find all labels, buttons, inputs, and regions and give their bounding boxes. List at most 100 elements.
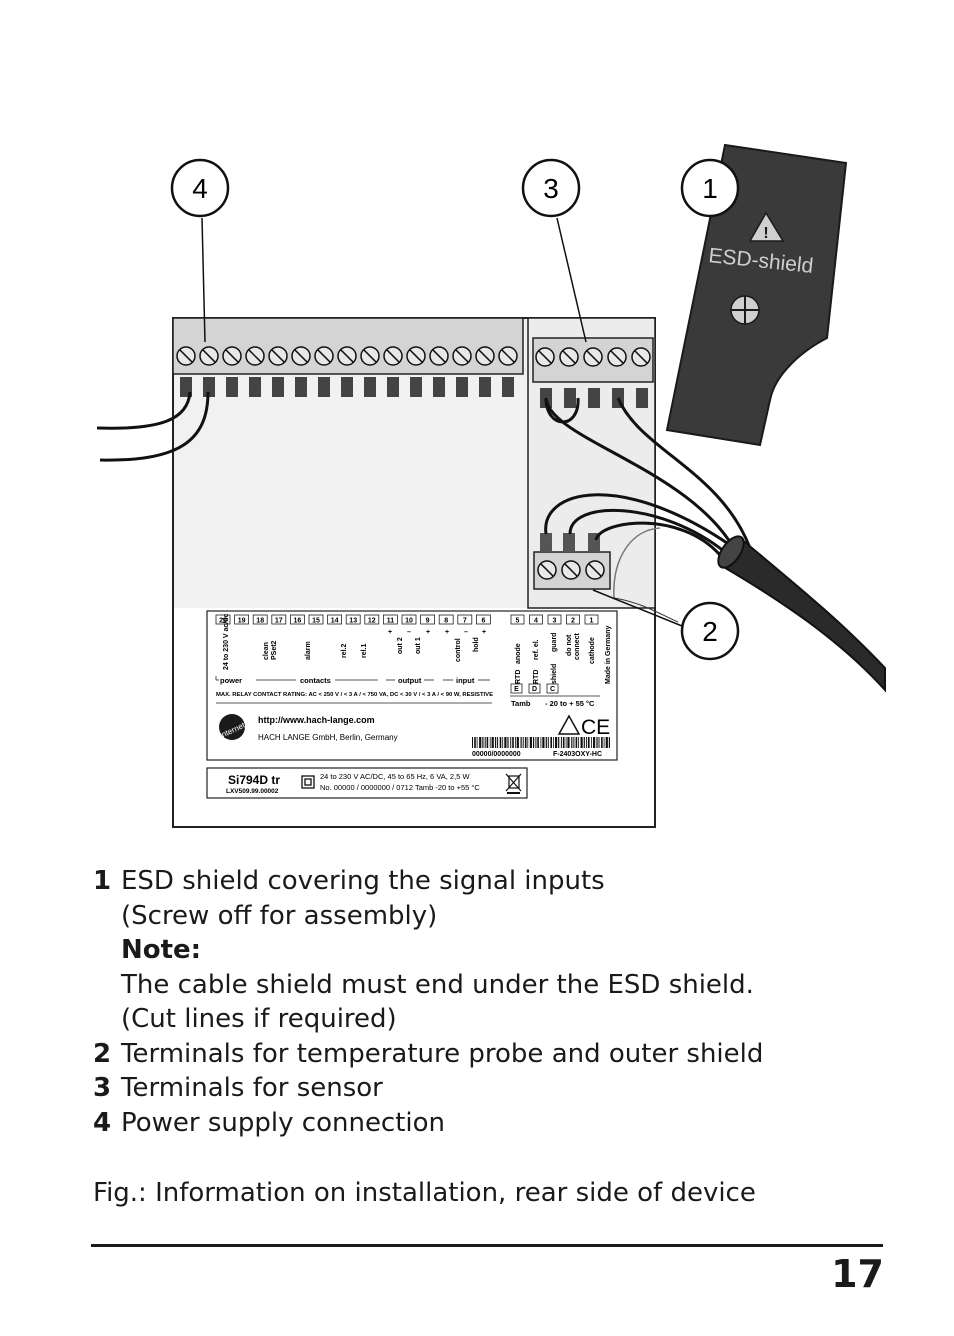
- legend-line: Terminals for temperature probe and oute…: [121, 1038, 764, 1069]
- svg-text:clean: clean: [263, 642, 270, 660]
- legend-item-4: 4 Power supply connection: [93, 1106, 853, 1141]
- terminal-number-box: [438, 614, 454, 625]
- relay-rating: MAX. RELAY CONTACT RATING: AC < 250 V / …: [216, 692, 493, 698]
- svg-text:!: !: [763, 225, 768, 242]
- terminal-number: 6: [481, 618, 485, 625]
- weee-bin-icon: [505, 773, 522, 794]
- figure-legend: 1 ESD shield covering the signal inputs …: [93, 864, 853, 1140]
- legend-line: (Screw off for assembly): [121, 900, 438, 931]
- barcode: [472, 737, 610, 748]
- barcode-number-left: 00000/0000000: [472, 751, 521, 758]
- svg-text:+: +: [388, 629, 392, 636]
- svg-text:+: +: [426, 629, 430, 636]
- svg-text:C: C: [550, 686, 555, 693]
- terminal-number: 9: [426, 618, 430, 625]
- svg-text:alarm: alarm: [305, 641, 312, 660]
- svg-text:cathode: cathode: [589, 637, 596, 664]
- svg-text:control: control: [455, 638, 462, 662]
- svg-text:E: E: [514, 686, 519, 693]
- legend-item-2: 2 Terminals for temperature probe and ou…: [93, 1037, 853, 1072]
- svg-text:PSet2: PSet2: [271, 640, 278, 660]
- footer-rule: [91, 1244, 883, 1247]
- legend-item-1: 1 ESD shield covering the signal inputs …: [93, 864, 853, 1037]
- svg-text:2: 2: [702, 616, 718, 647]
- terminal-number-box: [289, 614, 305, 625]
- svg-text:contacts: contacts: [300, 676, 331, 685]
- power-wire-2: [99, 391, 210, 462]
- svg-text:D: D: [532, 686, 537, 693]
- svg-text:RTD: RTD: [515, 670, 522, 684]
- warning-triangle-small-icon: [557, 714, 581, 735]
- legend-number: 4: [93, 1107, 112, 1138]
- svg-text:power: power: [220, 676, 242, 685]
- sensor-terminal-slots: [540, 388, 648, 408]
- terminal-number: 14: [331, 618, 339, 625]
- temperature-terminal-screws: [537, 560, 605, 580]
- terminal-number-box: [327, 614, 343, 625]
- terminal-number-box: [252, 614, 268, 625]
- terminal-number-box: [364, 614, 380, 625]
- callout-2: 2: [592, 589, 740, 661]
- terminal-number-box: [420, 614, 436, 625]
- model-plate: [206, 767, 528, 799]
- svg-text:Made in Germany: Made in Germany: [605, 626, 612, 684]
- tamb-value: - 20 to + 55 °C: [545, 699, 595, 708]
- svg-text:3: 3: [543, 173, 559, 204]
- terminal-number-box: [529, 614, 543, 625]
- svg-text:+: +: [482, 629, 486, 636]
- terminal-group-labels: power contacts output input: [215, 676, 490, 685]
- svg-text:1: 1: [702, 173, 718, 204]
- terminal-number: 3: [553, 618, 557, 625]
- legend-line: ESD shield covering the signal inputs: [121, 866, 605, 896]
- sensor-wires: [544, 397, 752, 561]
- svg-text:4: 4: [192, 173, 208, 204]
- terminal-number-box: [401, 614, 417, 625]
- terminal-number: 17: [275, 618, 283, 625]
- main-terminal-labels: 24 to 230 V ac/dc clean PSet2 alarm rel.…: [223, 613, 486, 670]
- tamb-label: Tamb: [511, 699, 531, 708]
- svg-text:output: output: [398, 676, 422, 685]
- terminal-number: 2: [571, 618, 575, 625]
- terminal-number: 12: [368, 618, 376, 625]
- terminal-number-box: [457, 614, 473, 625]
- warning-triangle-icon: [748, 211, 785, 242]
- terminal-number-box: [308, 614, 324, 625]
- terminal-number: 19: [238, 618, 246, 625]
- svg-text:ref. el.: ref. el.: [533, 639, 540, 660]
- svg-text:out 2: out 2: [397, 637, 404, 654]
- legend-line: Power supply connection: [121, 1107, 446, 1138]
- svg-text:–: –: [464, 629, 468, 636]
- terminal-number-box: [215, 614, 231, 625]
- terminal-number-box: [566, 614, 580, 625]
- terminal-number-box: [234, 614, 250, 625]
- terminal-number: 7: [463, 618, 467, 625]
- terminal-number: 10: [405, 618, 413, 625]
- svg-text:input: input: [456, 676, 475, 685]
- terminal-number-box: [547, 614, 562, 625]
- legend-note-line: The cable shield must end under the ESD …: [121, 969, 754, 1000]
- label-plate: [206, 610, 618, 761]
- terminal-number: 15: [312, 618, 320, 625]
- double-insulation-icon: [301, 775, 315, 789]
- main-terminal-screws: [176, 346, 518, 366]
- company-name: HACH LANGE GmbH, Berlin, Germany: [258, 733, 398, 742]
- terminal-number: 18: [256, 618, 264, 625]
- terminal-number: 8: [444, 618, 448, 625]
- svg-text:connect: connect: [574, 632, 581, 660]
- terminal-number-box: [475, 614, 491, 625]
- callout-4: 4: [170, 158, 230, 343]
- svg-text:rel.1: rel.1: [361, 643, 368, 658]
- callout-3: 3: [521, 158, 587, 343]
- legend-line: Terminals for sensor: [121, 1073, 383, 1103]
- model-name: Si794D tr: [228, 773, 280, 787]
- svg-text:–: –: [407, 629, 411, 636]
- terminal-number-box: [271, 614, 287, 625]
- internet-badge-icon: Internet: [218, 714, 247, 740]
- page-number: 17: [831, 1252, 884, 1296]
- svg-text:24 to 230 V ac/dc: 24 to 230 V ac/dc: [223, 613, 230, 670]
- sensor-terminal-screws: [535, 347, 651, 367]
- model-code: LXV509.99.00002: [226, 788, 279, 795]
